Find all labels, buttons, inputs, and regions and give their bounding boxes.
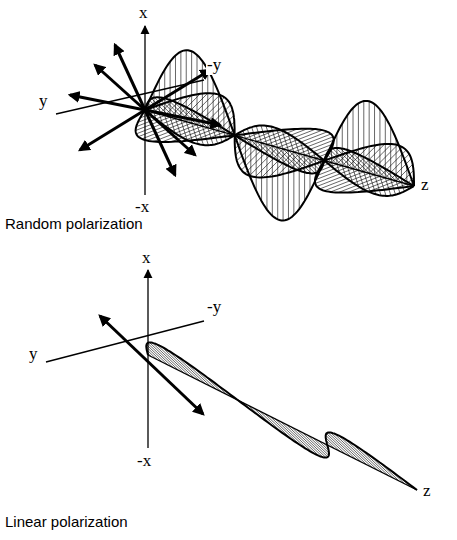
axis-label: z: [420, 176, 430, 195]
axes: [46, 270, 417, 490]
caption-label: Linear polarization: [4, 514, 129, 531]
hatch-line: [369, 145, 397, 173]
hatch-line: [175, 56, 176, 119]
axis-label: y: [38, 92, 49, 111]
hatch-line: [136, 117, 170, 130]
hatch-line: [391, 179, 396, 194]
hatch-line: [275, 419, 307, 450]
hatch-line: [219, 116, 234, 131]
hatch-line: [380, 176, 386, 196]
hatch-line: [358, 103, 359, 170]
hatch-line: [168, 99, 192, 123]
hatch-line: [283, 149, 284, 220]
hatch-line: [224, 132, 226, 140]
hatch-line: [363, 101, 364, 172]
hatch-line: [385, 154, 409, 178]
hatch-line: [351, 151, 375, 175]
hatch-line: [261, 125, 267, 144]
hatch-line: [330, 150, 348, 168]
wave-curve: [145, 50, 414, 220]
hatch-line: [339, 436, 372, 468]
hatch-line: [197, 125, 203, 145]
hatch-line: [266, 126, 272, 146]
wave-curve: [136, 110, 414, 193]
hatch-line: [149, 100, 164, 115]
hatch-line: [252, 127, 257, 141]
axis-label: -y: [206, 56, 222, 75]
hatch-line: [326, 433, 350, 456]
hatch-line: [219, 131, 223, 142]
hatch-line: [255, 149, 283, 177]
wave-curve: [145, 97, 414, 186]
hatch-line: [208, 128, 213, 145]
axis-label: -x: [136, 452, 152, 471]
hatch-line: [396, 181, 400, 193]
wave-curve: [145, 110, 414, 196]
caption-label: Random polarization: [4, 216, 144, 233]
hatch-line: [180, 52, 181, 120]
axis-label: z: [422, 482, 432, 501]
wave-curve: [146, 342, 417, 490]
hatch-line: [236, 140, 251, 155]
hatch-line: [315, 169, 353, 184]
hatch-line: [239, 143, 262, 166]
hatch-line: [278, 147, 302, 171]
axis-label: x: [141, 249, 152, 268]
hatch-line: [186, 50, 187, 121]
axis-label: y: [28, 345, 39, 364]
linear-wave: [146, 342, 417, 490]
hatch-line: [369, 101, 370, 173]
hatch-line: [247, 129, 251, 140]
hatch-line: [385, 178, 391, 196]
axis-label: -y: [206, 298, 222, 317]
hatch-line: [256, 126, 261, 143]
hatch-line: [191, 51, 192, 123]
hatch-line: [186, 94, 214, 122]
hatch-line: [293, 152, 294, 215]
hatch-line: [305, 155, 320, 170]
hatch-line: [281, 422, 314, 454]
hatch-line: [288, 151, 289, 219]
axis-label: x: [138, 4, 149, 23]
hatch-line: [175, 355, 205, 384]
hatch-line: [374, 104, 375, 175]
axis-label: -x: [134, 198, 150, 217]
hatch-line: [328, 152, 342, 166]
hatch-line: [243, 131, 245, 139]
hatch-line: [401, 182, 404, 191]
hatch-line: [352, 443, 383, 473]
hatch-line: [208, 105, 231, 128]
hatch-line: [202, 126, 208, 145]
axes: [56, 26, 414, 195]
field-arrows: [100, 316, 203, 414]
random-waves: [136, 50, 414, 220]
hatch-line: [277, 147, 278, 219]
hatch-line: [364, 144, 392, 172]
hatch-line: [396, 164, 413, 181]
hatch-line: [213, 129, 218, 143]
hatch-line: [168, 350, 200, 381]
hatch-line: [272, 146, 295, 169]
hatch-line: [161, 347, 194, 379]
hatch-line: [174, 101, 197, 124]
hatch-line: [353, 108, 354, 169]
hatch-line: [345, 439, 378, 470]
hatch-line: [375, 175, 382, 196]
